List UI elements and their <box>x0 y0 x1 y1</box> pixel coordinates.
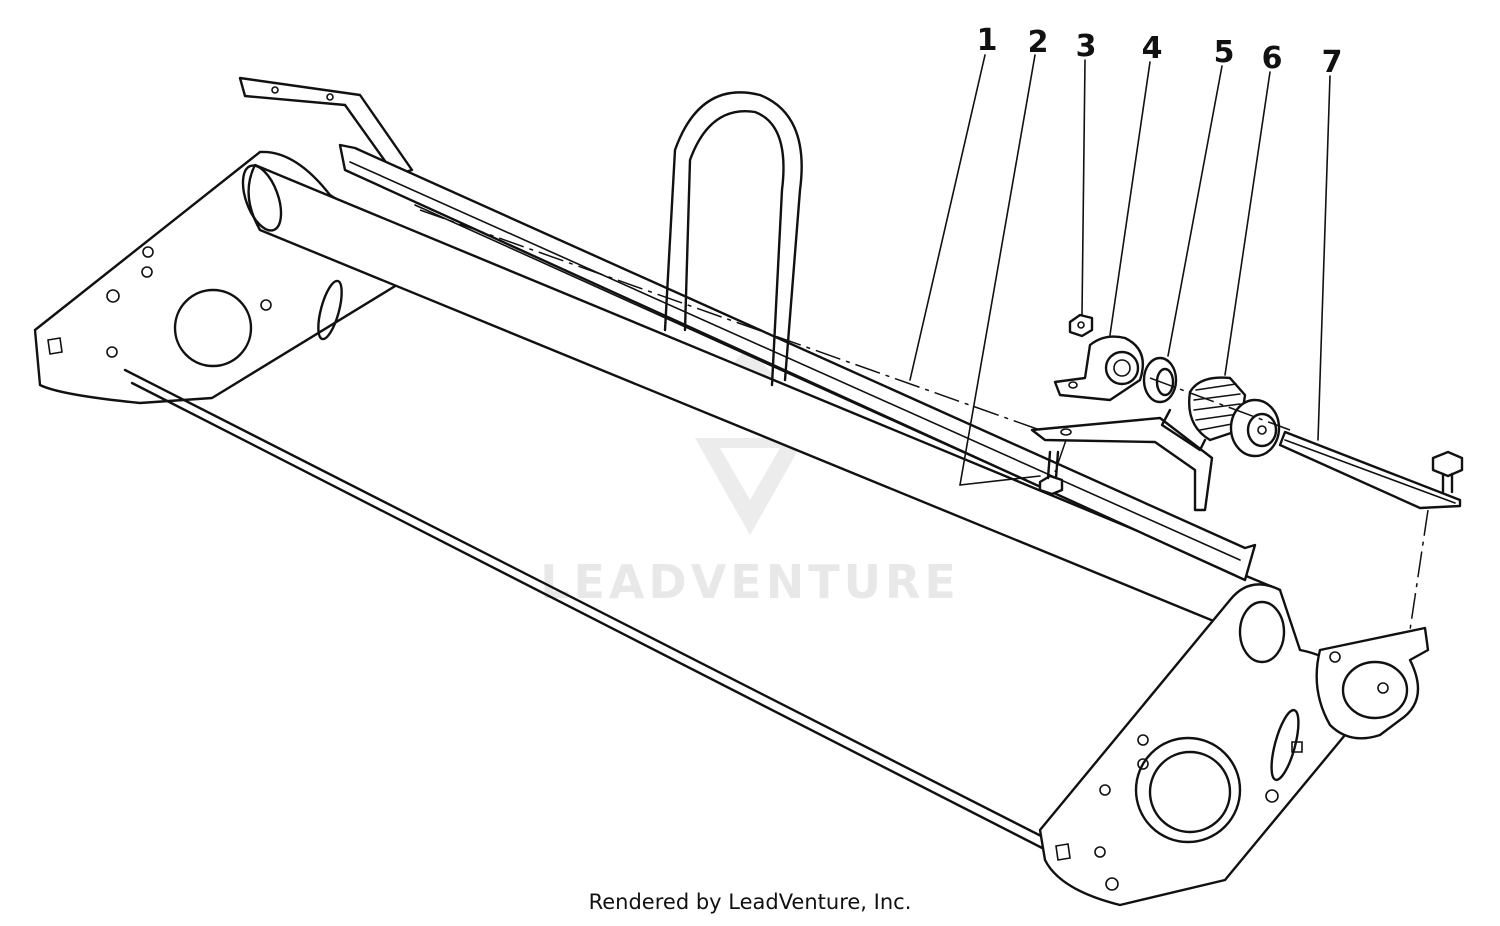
rear-rod <box>123 368 1052 854</box>
bolt-left <box>1038 450 1064 496</box>
callout-4: 4 <box>1142 31 1163 66</box>
watermark-text: LEADVENTURE <box>540 555 960 609</box>
footer-credit: Rendered by LeadVenture, Inc. <box>588 890 912 914</box>
callout-labels: 1 2 3 4 5 6 7 <box>977 23 1343 80</box>
bearing-housing <box>1053 335 1145 402</box>
bearing-bracket <box>1030 416 1214 512</box>
end-cap <box>1229 398 1281 458</box>
callout-7: 7 <box>1322 45 1343 80</box>
right-side-plate <box>1038 583 1362 907</box>
nut <box>1068 313 1094 338</box>
angle-bar <box>338 143 1257 582</box>
left-side-plate <box>33 150 407 405</box>
callout-5: 5 <box>1214 35 1235 70</box>
callout-2: 2 <box>1028 25 1049 60</box>
leader-lines <box>909 54 1331 486</box>
shaft <box>1278 430 1462 510</box>
assembly-centerlines <box>419 209 1429 631</box>
right-clamp <box>1315 626 1430 740</box>
u-handle <box>663 91 803 387</box>
callout-6: 6 <box>1262 41 1283 76</box>
callout-1: 1 <box>977 23 998 58</box>
bushing <box>1142 356 1178 404</box>
roller-tube <box>241 163 1282 642</box>
watermark: LEADVENTURE <box>540 350 960 609</box>
callout-3: 3 <box>1076 29 1097 64</box>
bolt-right <box>1431 450 1464 494</box>
